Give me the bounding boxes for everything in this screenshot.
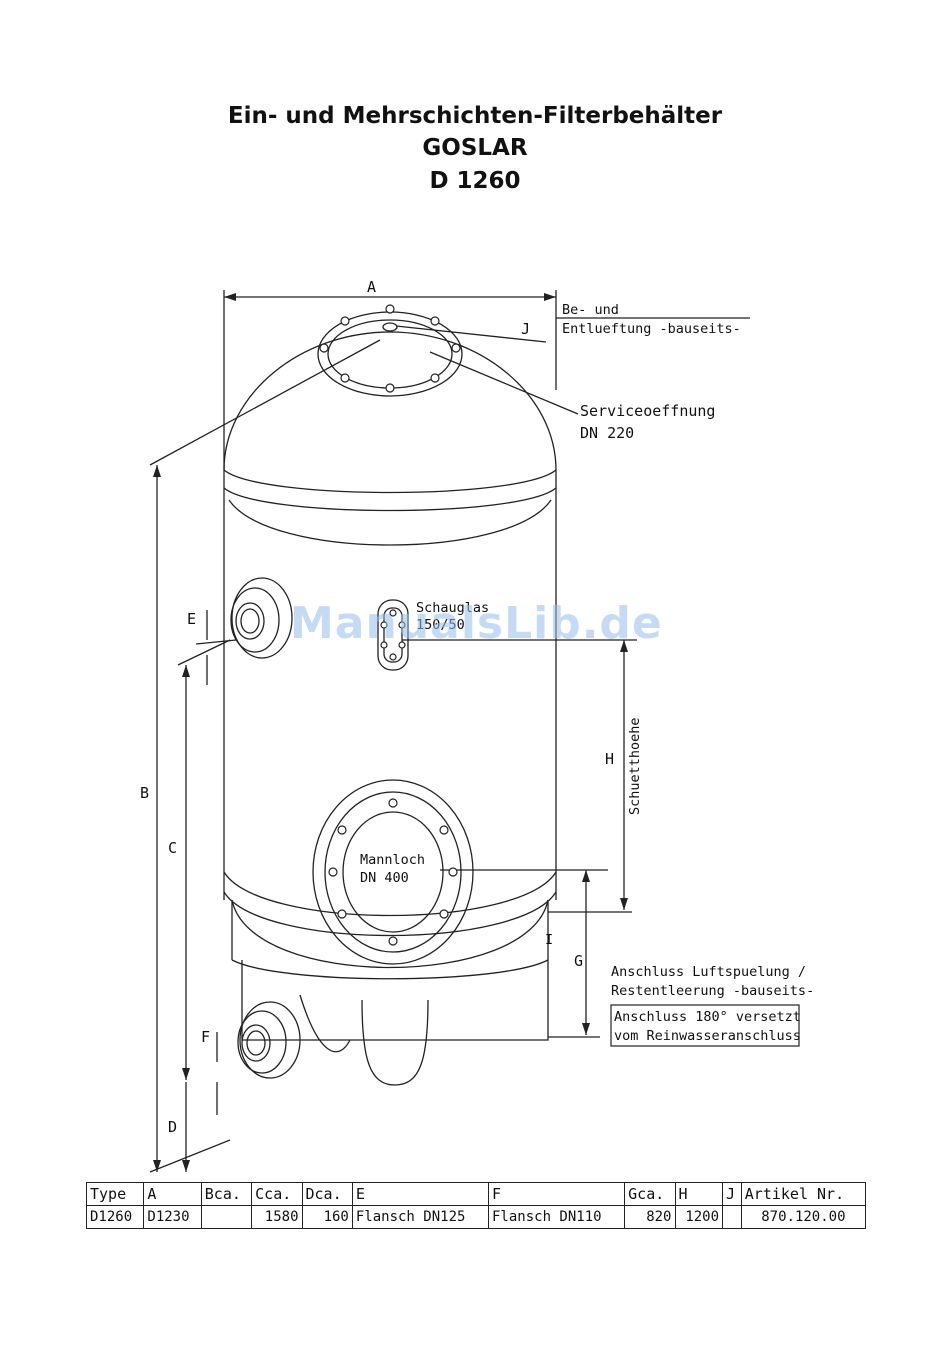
table-cell: 160 xyxy=(301,1205,353,1229)
dim-label-i: I xyxy=(545,932,553,948)
vent-port xyxy=(382,322,398,332)
manhole-outer xyxy=(312,779,474,965)
table-cell xyxy=(200,1205,253,1229)
col-header: Bca. xyxy=(200,1182,253,1206)
table-cell: Flansch DN110 xyxy=(487,1205,626,1229)
title-line-2: GOSLAR xyxy=(422,135,528,161)
manhole-flange xyxy=(324,791,462,953)
dim-label-a: A xyxy=(367,278,376,296)
col-header: F xyxy=(487,1182,626,1206)
sight-glass xyxy=(377,599,409,671)
table-header-row: Type A Bca. Cca. Dca. E F Gca. H J Artik… xyxy=(85,1182,867,1206)
air-connection-label-1: Anschluss Luftspuelung / xyxy=(611,964,806,980)
dim-label-c: C xyxy=(168,839,177,857)
table-cell: D1260 xyxy=(85,1205,145,1229)
rotated-connection-note-1: Anschluss 180° versetzt xyxy=(614,1009,801,1025)
vent-label-2: Entlueftung -bauseits- xyxy=(562,321,741,337)
watermark: ManualsLib.de xyxy=(290,598,663,649)
upper-seam xyxy=(223,469,557,494)
table-row: D1260 D1230 1580 160 Flansch DN125 Flans… xyxy=(85,1205,867,1229)
manhole-label-2: DN 400 xyxy=(360,870,409,886)
air-connection-label-2: Restentleerung -bauseits- xyxy=(611,983,814,999)
fill-height-label: Schuetthoehe xyxy=(627,717,643,815)
table-cell: 870.120.00 xyxy=(740,1205,867,1229)
filter-vessel-drawing: A J Be- und Entlueftung -bauseits- Servi… xyxy=(140,278,814,1173)
nozzle-f-flange xyxy=(239,1001,301,1079)
col-header: Cca. xyxy=(251,1182,303,1206)
service-flange-outer xyxy=(317,311,463,397)
sight-glass-label-2: 150/50 xyxy=(416,617,465,633)
table-cell: 1580 xyxy=(251,1205,303,1229)
table-cell xyxy=(722,1205,742,1229)
service-opening-label-1: Serviceoeffnung xyxy=(580,402,715,420)
col-header: Type xyxy=(85,1182,145,1206)
table-cell: 1200 xyxy=(674,1205,724,1229)
service-opening-label-2: DN 220 xyxy=(580,424,634,442)
col-header: J xyxy=(722,1182,742,1206)
support-stand xyxy=(241,960,549,1041)
center-leg xyxy=(361,999,429,1086)
manhole-inner xyxy=(342,811,444,933)
title-line-1: Ein- und Mehrschichten-Filterbehälter xyxy=(227,103,723,129)
table-cell: Flansch DN125 xyxy=(351,1205,490,1229)
sight-glass-label-1: Schauglas xyxy=(416,600,489,616)
title-line-3: D 1260 xyxy=(429,168,521,194)
lower-seam xyxy=(223,871,557,917)
upper-seam-2 xyxy=(223,487,557,512)
dim-label-g: G xyxy=(574,952,583,970)
vessel-bottom-head xyxy=(231,899,549,969)
nozzle-e-flange xyxy=(231,577,293,659)
vent-label-1: Be- und xyxy=(562,302,619,318)
manhole-label-1: Mannloch xyxy=(360,852,425,868)
col-header: Artikel Nr. xyxy=(740,1182,867,1206)
table-cell: 820 xyxy=(624,1205,676,1229)
col-header: Gca. xyxy=(624,1182,676,1206)
vessel-top-head xyxy=(223,331,557,471)
col-header: E xyxy=(351,1182,490,1206)
spec-table: Type A Bca. Cca. Dca. E F Gca. H J Artik… xyxy=(85,1182,867,1229)
col-header: Dca. xyxy=(301,1182,353,1206)
col-header: H xyxy=(674,1182,724,1206)
col-header: A xyxy=(143,1182,202,1206)
dim-label-d: D xyxy=(168,1118,177,1136)
table-cell: D1230 xyxy=(143,1205,202,1229)
dim-label-h: H xyxy=(605,750,614,768)
rotated-connection-note-2: vom Reinwasseranschluss xyxy=(614,1028,801,1044)
dim-label-e: E xyxy=(187,610,196,628)
lower-seam-2 xyxy=(223,891,557,937)
dim-label-b: B xyxy=(140,784,149,802)
dim-label-f: F xyxy=(201,1028,210,1046)
upper-seam-3 xyxy=(228,499,552,546)
dim-label-j: J xyxy=(521,320,530,338)
